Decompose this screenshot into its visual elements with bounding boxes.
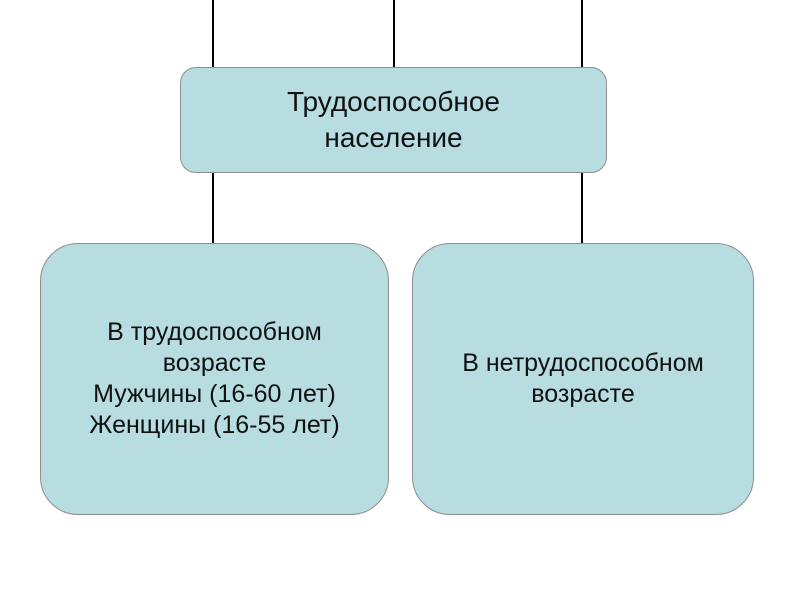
node-non-working-age: В нетрудоспособном возрасте (412, 243, 754, 515)
node-working-age-population: Трудоспособное население (180, 67, 607, 173)
node-working-age: В трудоспособном возрасте Мужчины (16-60… (40, 243, 389, 515)
